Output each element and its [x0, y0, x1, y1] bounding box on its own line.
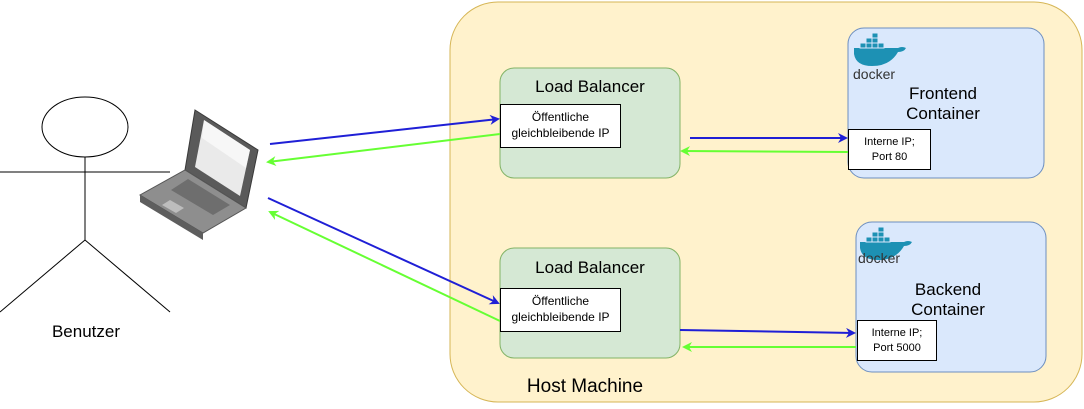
actor-label: Benutzer: [51, 322, 121, 341]
frontend-container-title: Frontend Container: [880, 84, 1006, 123]
frontend-title-line1: Frontend: [908, 84, 978, 103]
frontend-title-line2: Container: [906, 103, 980, 123]
lb-top-ip-line1: Öffentliche: [531, 110, 590, 125]
user-stick-figure: [0, 96, 171, 313]
arrow-lb-bottom-to-laptop: [268, 210, 501, 322]
docker-logo-text-frontend: docker: [853, 66, 895, 82]
load-balancer-bottom-title: Load Balancer: [535, 258, 645, 277]
backend-title-line2: Container: [911, 299, 985, 319]
backend-ip-line2: Port 5000: [873, 341, 921, 354]
frontend-ip-label: Interne IP;Port 80: [848, 129, 931, 170]
arrow-laptop-to-lb-bottom: [267, 197, 500, 305]
lb-top-ip-line2: gleichbleibende IP: [511, 126, 610, 140]
frontend-ip-line1: Interne IP;: [864, 136, 915, 149]
load-balancer-top-title: Load Balancer: [535, 77, 645, 96]
backend-ip-label: Interne IP;Port 5000: [857, 320, 937, 361]
frontend-ip-line2: Port 80: [871, 150, 908, 163]
lb-bottom-ip-line1: Öffentliche: [531, 294, 590, 309]
arrow-lb-bottom-to-backend: [679, 327, 856, 338]
host-machine-label: Host Machine: [526, 376, 644, 397]
lb-bottom-ip-line2: gleichbleibende IP: [511, 310, 610, 324]
docker-logo-text-backend: docker: [858, 250, 900, 266]
backend-ip-line1: Interne IP;: [871, 327, 923, 340]
docker-logo-icon-backend: docker: [858, 226, 912, 266]
laptop-icon: [139, 109, 259, 240]
arrow-frontend-to-lb-top: [680, 146, 849, 157]
backend-container-title: Backend Container: [885, 280, 1011, 319]
backend-title-line1: Backend: [914, 280, 982, 299]
arrow-lb-top-to-laptop: [266, 133, 501, 167]
arrow-laptop-to-lb-top: [269, 114, 500, 145]
docker-logo-icon-frontend: docker: [853, 32, 906, 82]
